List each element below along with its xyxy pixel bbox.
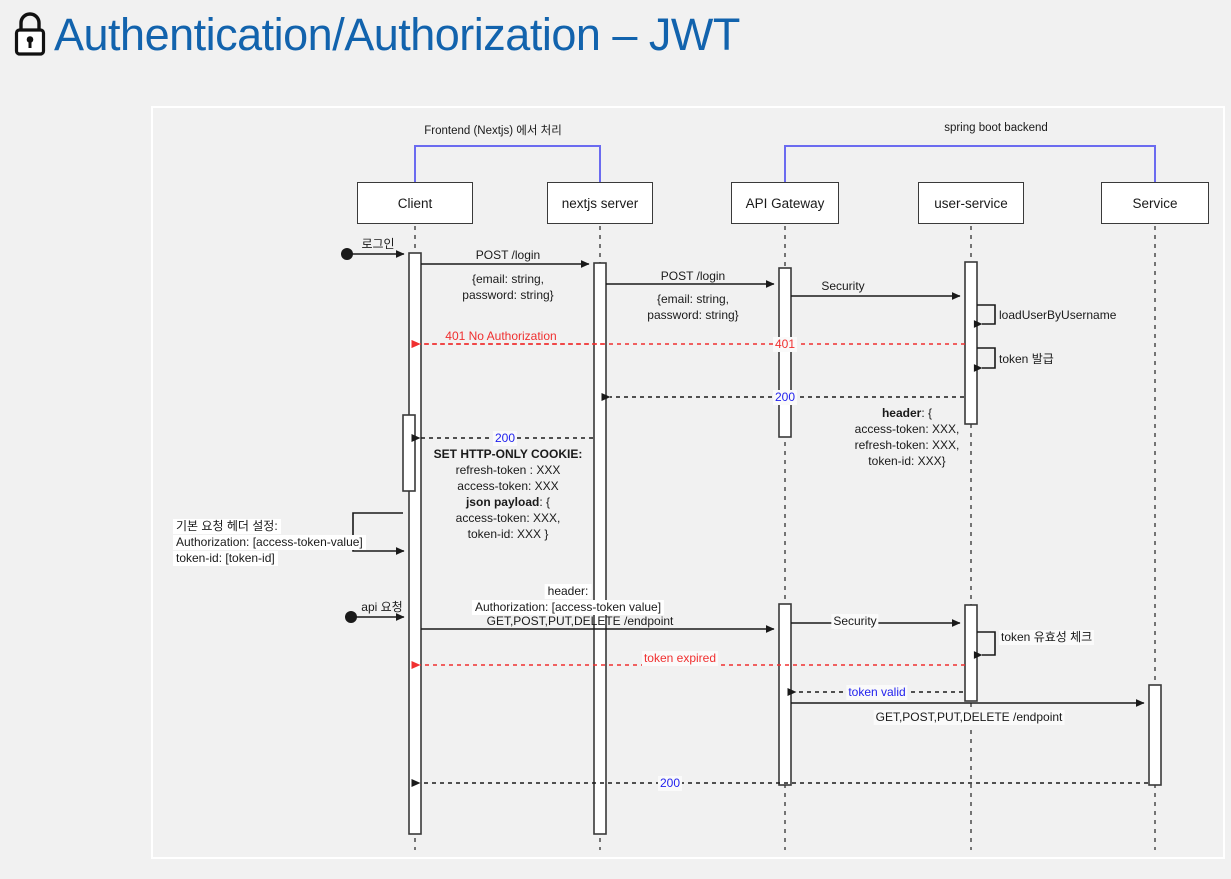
note-cookie-access-token: access-token: XXX [457, 479, 559, 493]
note-json-payload-title: json payload: { [466, 495, 550, 510]
group-label-backend: spring boot backend [944, 122, 1048, 134]
note-payload-token-id: token-id: XXX } [467, 527, 549, 541]
note-cookie-refresh-token: refresh-token : XXX [455, 463, 561, 477]
message-label-200-b: 200 [492, 431, 518, 447]
json-payload-open: : { [539, 495, 551, 509]
message-label-post-login-1: POST /login [475, 248, 541, 262]
page-title: Authentication/Authorization – JWT [54, 8, 740, 60]
note-default-header-line1: 기본 요청 헤더 설정: [173, 519, 281, 535]
json-payload-label: json payload [465, 495, 540, 509]
message-label-api-request: api 요청 [361, 600, 403, 614]
note-header-access-token: access-token: XXX, [854, 422, 960, 436]
note-payload-access-token: access-token: XXX, [455, 511, 561, 525]
message-label-post-login-2: POST /login [660, 269, 726, 283]
message-label-200-a: 200 [772, 390, 798, 406]
message-label-endpoint-1: GET,POST,PUT,DELETE /endpoint [486, 614, 674, 628]
note-header-token-id: token-id: XXX} [868, 454, 946, 468]
message-body-post-login-2-line1: {email: string, [656, 292, 730, 306]
note-default-header-token-id: token-id: [token-id] [173, 551, 278, 567]
message-label-401-no-authorization: 401 No Authorization [445, 329, 557, 343]
message-label-401: 401 [772, 337, 798, 353]
message-label-200-c: 200 [657, 776, 683, 792]
participant-client[interactable]: Client [357, 182, 473, 224]
message-body-post-login-1-line1: {email: string, [471, 272, 545, 286]
message-label-token-expired: token expired [641, 651, 719, 667]
note-header-block: header: { [882, 406, 932, 421]
participant-service[interactable]: Service [1101, 182, 1209, 224]
self-message-token-check: token 유효성 체크 [999, 630, 1095, 646]
participant-api-gateway[interactable]: API Gateway [731, 182, 839, 224]
diagram-frame [151, 106, 1225, 859]
self-message-load-user-by-username: loadUserByUsername [999, 308, 1117, 322]
message-body-post-login-1-line2: password: string} [462, 288, 554, 302]
note-default-header-authorization: Authorization: [access-token-value] [173, 535, 366, 551]
note-set-http-only-cookie-title: SET HTTP-ONLY COOKIE: [433, 447, 583, 461]
message-label-security-2: Security [831, 614, 879, 630]
note-header-title: header [881, 406, 922, 420]
group-label-frontend: Frontend (Nextjs) 에서 처리 [424, 125, 562, 137]
lock-icon [10, 8, 50, 60]
message-label-endpoint-2: GET,POST,PUT,DELETE /endpoint [873, 710, 1065, 726]
message-label-security-1: Security [821, 279, 865, 293]
note-request-header-title: header: [544, 584, 592, 600]
page-title-bar: Authentication/Authorization – JWT [10, 8, 740, 60]
participant-user-service[interactable]: user-service [918, 182, 1024, 224]
self-message-token-issue: token 발급 [999, 352, 1054, 366]
note-header-refresh-token: refresh-token: XXX, [854, 438, 960, 452]
message-body-post-login-2-line2: password: string} [647, 308, 739, 322]
message-label-token-valid: token valid [846, 685, 908, 701]
note-header-open: : { [921, 406, 933, 420]
message-label-login: 로그인 [361, 237, 395, 251]
note-request-authorization: Authorization: [access-token value] [471, 600, 665, 616]
participant-nextjs-server[interactable]: nextjs server [547, 182, 653, 224]
